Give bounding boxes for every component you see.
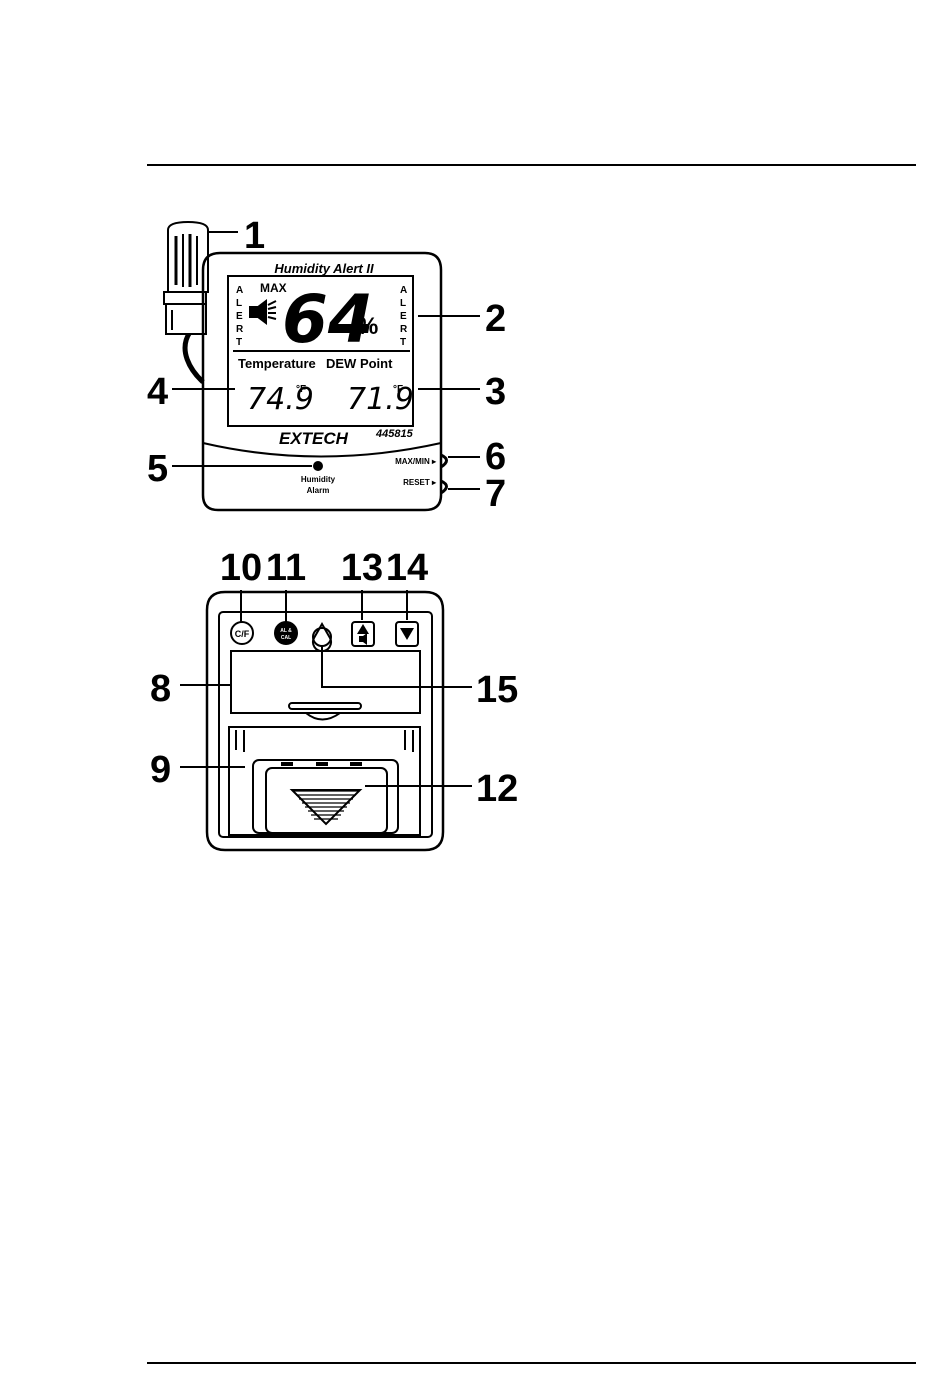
svg-text:T: T	[236, 337, 242, 348]
dew-point-label: DEW Point	[326, 356, 393, 371]
callout-5: 5	[147, 448, 168, 490]
cf-button-label: C/F	[235, 629, 250, 639]
alarm-label-2: Alarm	[307, 486, 330, 495]
maxmin-label: MAX/MIN ▸	[395, 457, 437, 466]
callout-11: 11	[266, 547, 306, 589]
svg-text:A: A	[400, 285, 407, 296]
humidity-probe	[164, 222, 208, 334]
callout-14: 14	[386, 547, 428, 589]
callout-15: 15	[476, 669, 518, 711]
al-cal-label-2: CAL	[281, 635, 291, 641]
callout-8: 8	[150, 668, 171, 710]
callout-9: 9	[150, 749, 171, 791]
battery-door-outer	[253, 760, 398, 833]
callout-13: 13	[341, 547, 383, 589]
door-arrow-icon	[292, 790, 360, 824]
alarm-label-1: Humidity	[301, 475, 336, 484]
svg-text:R: R	[236, 324, 244, 335]
svg-text:L: L	[400, 298, 406, 309]
callout-7: 7	[485, 473, 506, 515]
model-name: Humidity Alert II	[274, 261, 374, 276]
callout-12: 12	[476, 768, 518, 810]
svg-text:R: R	[400, 324, 408, 335]
dew-point-unit: °F	[393, 384, 403, 395]
svg-text:T: T	[400, 337, 406, 348]
probe-cable	[185, 332, 203, 382]
callout-6: 6	[485, 436, 506, 478]
brand-logo: EXTECH	[279, 429, 349, 448]
callout-10: 10	[220, 547, 262, 589]
svg-text:E: E	[236, 311, 243, 322]
temperature-label: Temperature	[238, 356, 316, 371]
callout-3: 3	[485, 371, 506, 413]
temperature-unit: °F	[296, 384, 306, 395]
humidity-alarm-led	[313, 461, 323, 471]
model-number: 445815	[375, 428, 414, 440]
dew-point-reading: 71.9	[347, 382, 414, 417]
svg-text:E: E	[400, 311, 407, 322]
svg-text:L: L	[236, 298, 242, 309]
speaker-icon	[250, 301, 276, 323]
reset-label: RESET ▸	[403, 478, 437, 487]
alert-right: A L E R T	[400, 285, 408, 348]
callout-4: 4	[147, 371, 168, 413]
alert-left: A L E R T	[236, 285, 244, 348]
callout-1: 1	[244, 215, 265, 257]
humidity-unit: %	[357, 313, 378, 340]
callout-2: 2	[485, 298, 506, 340]
al-cal-label-1: AL &	[280, 628, 292, 634]
leader-15	[322, 646, 472, 687]
svg-text:A: A	[236, 285, 243, 296]
